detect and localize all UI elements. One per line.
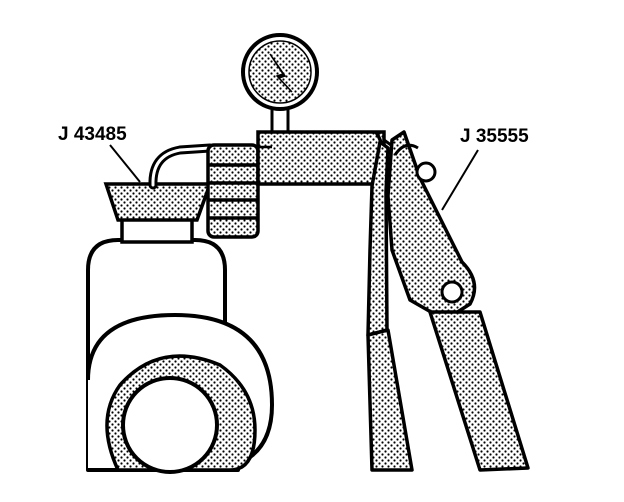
label-j35555: J 35555 [460,126,529,147]
gauge-needle [269,53,293,93]
vacuum-gauge [241,33,319,134]
leader-left [109,144,141,183]
vacuum-reservoir [206,143,260,239]
leader-right [441,149,479,211]
housing-round-element [105,354,257,474]
cap-adapter [103,182,213,244]
label-j43485: J 43485 [58,124,127,145]
leader-lines [109,144,479,211]
pump-handle-movable [386,130,530,472]
pump-handle-fixed [366,140,414,472]
vacuum-hose [148,143,215,190]
